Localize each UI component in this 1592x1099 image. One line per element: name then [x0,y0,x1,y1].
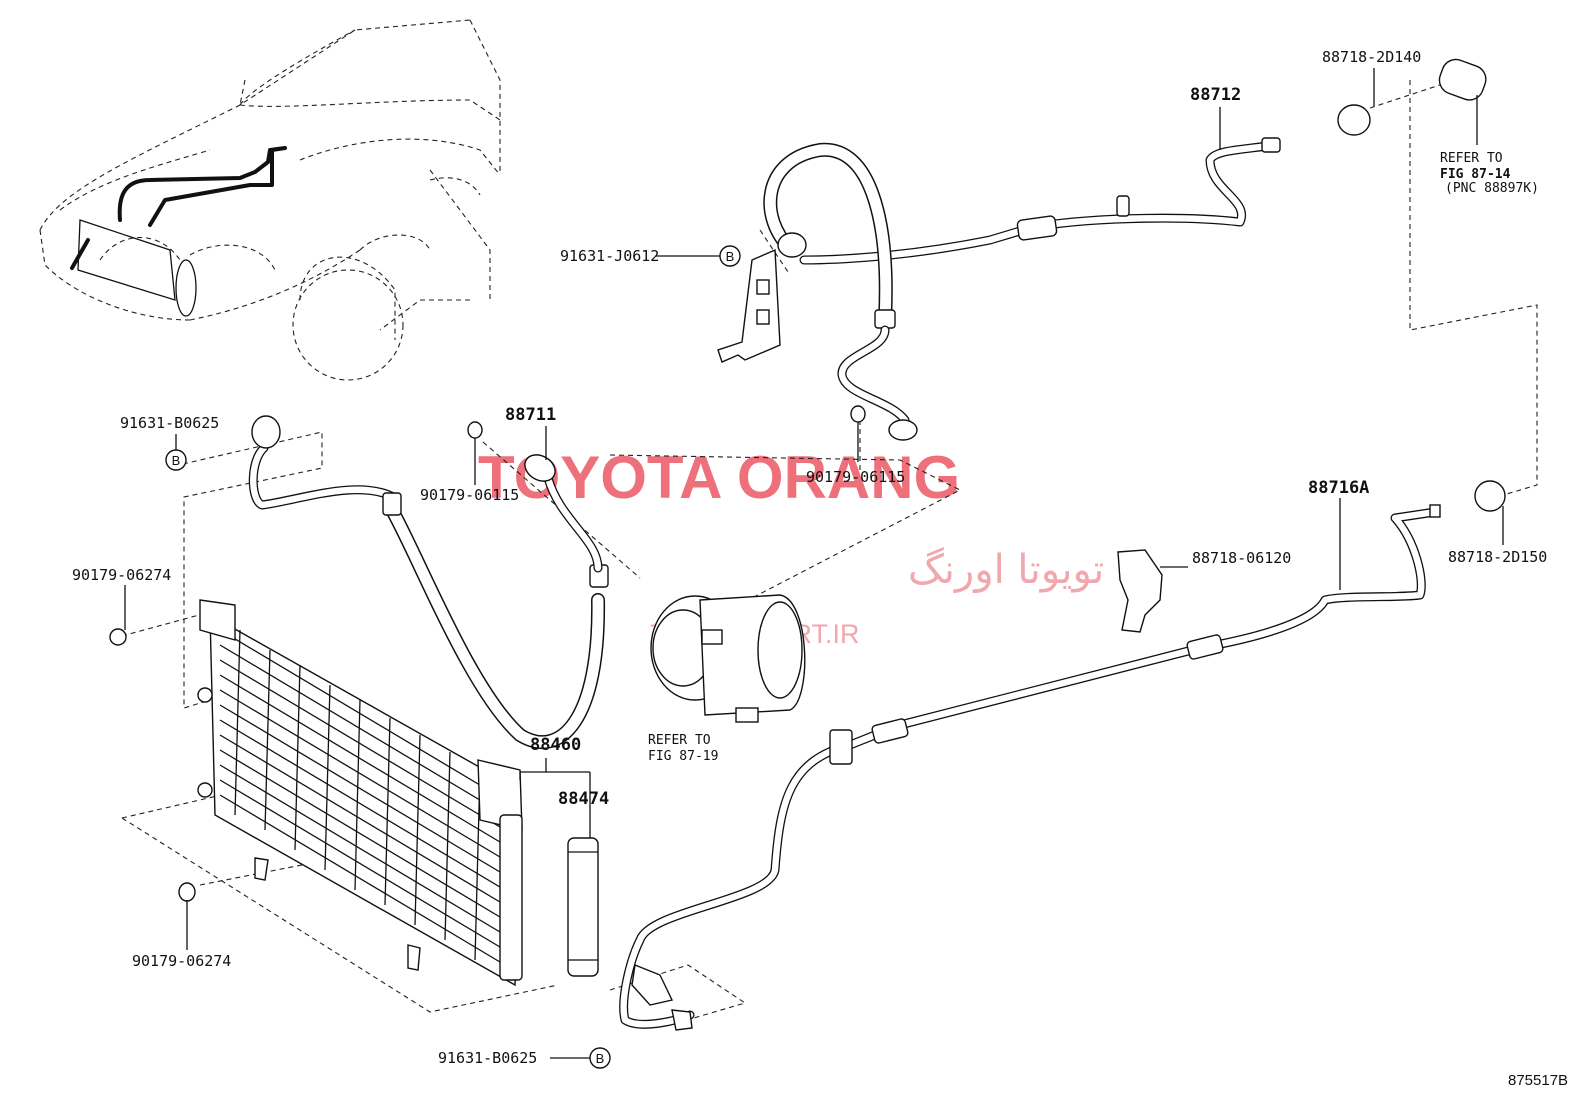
svg-text:B: B [172,453,181,468]
bracket-91631-J0612[interactable] [717,248,781,363]
condenser-88460[interactable] [197,599,523,987]
label-88460[interactable]: 88460 [530,735,581,755]
bolt-90179-06115-left [467,421,483,439]
label-90179-06274-bottom[interactable]: 90179-06274 [132,952,231,970]
svg-text:B: B [596,1051,605,1066]
compressor[interactable] [650,594,806,723]
label-88712[interactable]: 88712 [1190,85,1241,105]
nut-88718-2D140 [1337,104,1371,136]
dryer-88474[interactable] [567,837,599,977]
callout-b-bottom: B [589,1047,611,1069]
label-88718-2D150[interactable]: 88718-2D150 [1448,548,1547,566]
bolt-90179-06274-top [109,628,127,646]
label-91631-J0612[interactable]: 91631-J0612 [560,247,659,265]
svg-text:FIG 87-19: FIG 87-19 [648,749,718,764]
bolt-90179-06274-bottom [178,882,196,902]
watermark-persian: تویوتا اورنگ [908,547,1104,593]
bolt-90179-06115-mid [850,405,866,423]
label-88711[interactable]: 88711 [505,405,556,425]
watermark: TOYOTA ORANG تویوتا اورنگ TOYOTAPART.IR [478,444,1104,649]
label-90179-06115-mid[interactable]: 90179-06115 [806,468,905,486]
fasteners [109,58,1506,902]
grommet [1438,58,1487,101]
label-90179-06274-top[interactable]: 90179-06274 [72,566,171,584]
label-88474[interactable]: 88474 [558,789,609,809]
leader-lines [124,68,1504,1059]
svg-text:B: B [726,249,735,264]
callout-b-top-left: B [165,449,187,471]
label-91631-B0625-bottom[interactable]: 91631-B0625 [438,1049,537,1067]
label-91631-B0625-top[interactable]: 91631-B0625 [120,414,219,432]
label-88718-2D140[interactable]: 88718-2D140 [1322,48,1421,66]
svg-text:FIG 87-14: FIG 87-14 [1440,167,1511,182]
reference-fig-87-14: REFER TO FIG 87-14 (PNC 88897K) [1440,151,1539,196]
nut-88718-2D150 [1474,480,1506,512]
car-outline-sketch [39,19,501,381]
reference-fig-87-19: REFER TO FIG 87-19 [648,733,718,764]
label-88718-06120[interactable]: 88718-06120 [1192,549,1291,567]
label-88716A[interactable]: 88716A [1308,478,1369,498]
clamp-88718-06120[interactable] [1117,549,1163,633]
hose-88711[interactable] [248,415,609,750]
pipe-88716A[interactable] [619,504,1441,1031]
pipe-88712[interactable] [763,137,1281,441]
svg-text:REFER TO: REFER TO [1440,151,1503,166]
diagram-id: 875517B [1508,1072,1568,1089]
label-90179-06115-left[interactable]: 90179-06115 [420,486,519,504]
svg-text:(PNC 88897K): (PNC 88897K) [1445,181,1539,196]
callout-b-top-right: B [719,245,741,267]
condenser-fins [219,629,506,966]
svg-text:REFER TO: REFER TO [648,733,711,748]
